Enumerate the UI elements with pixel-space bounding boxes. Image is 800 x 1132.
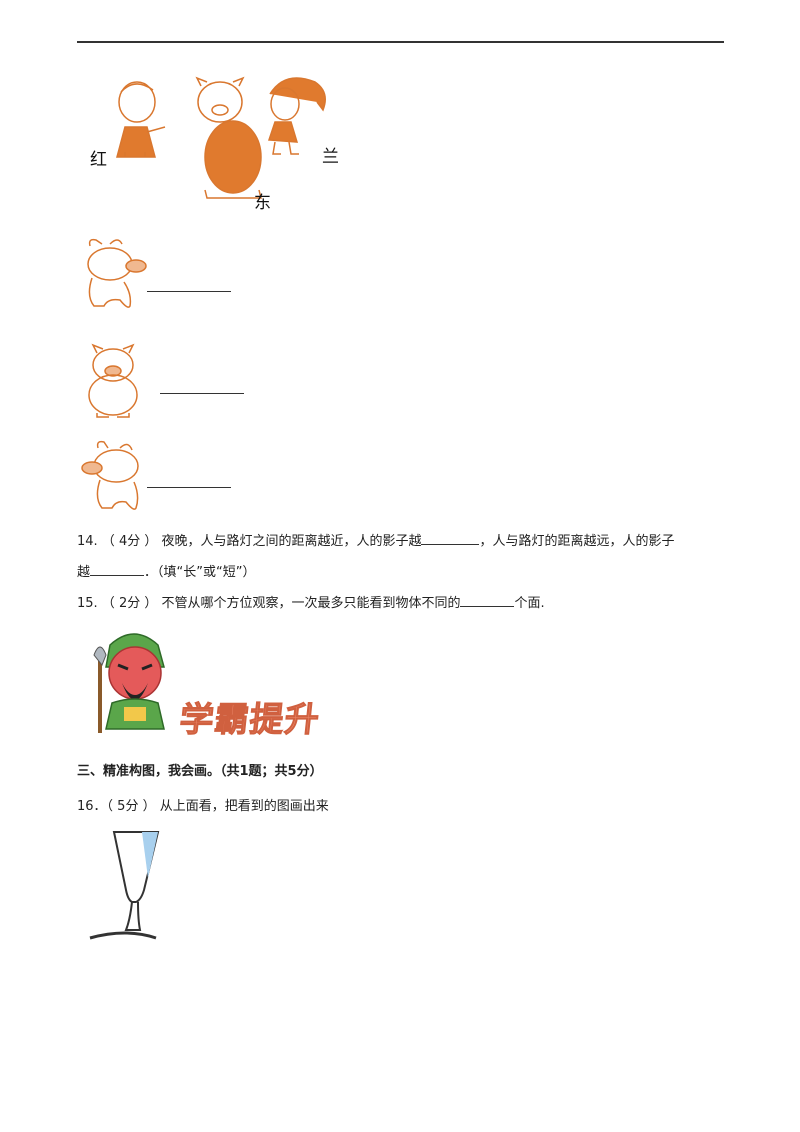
pig-side-view-a-image <box>87 238 147 308</box>
pig-center-figure <box>195 76 262 199</box>
scene-illustration <box>116 76 326 199</box>
question-14-line-1: 14. （ 4分 ） 夜晚，人与路灯之间的距离越近，人的影子越 ，人与路灯的距离越… <box>77 532 675 551</box>
cartoon-general-mascot <box>93 633 165 733</box>
scene-label-center: 东 <box>254 193 271 213</box>
wine-glass-image <box>89 831 160 940</box>
question-15: 15. （ 2分 ） 不管从哪个方位观察，一次最多只能看到物体不同的 个面. <box>77 594 545 613</box>
q14-text-a: 14. （ 4分 ） 夜晚，人与路灯之间的距离越近，人的影子越 <box>77 534 422 549</box>
q14-text-d: ．（填“长”或“短”） <box>144 565 256 580</box>
pig-side-view-b-image <box>81 440 139 510</box>
girl-left-figure <box>116 81 166 158</box>
answer-line-3[interactable] <box>147 487 231 488</box>
question-14-line-2: 越 ．（填“长”或“短”） <box>77 563 255 582</box>
scene-label-left: 红 <box>90 150 107 170</box>
header-rule <box>77 41 724 43</box>
question-16: 16．（ 5分 ） 从上面看，把看到的图画出来 <box>77 799 329 814</box>
pig-front-view-image <box>88 343 138 418</box>
girl-right-figure <box>267 77 326 155</box>
q15-blank[interactable] <box>460 594 515 607</box>
section-3-heading: 三、精准构图，我会画。（共1题；共5分） <box>77 764 323 779</box>
banner-title: 学霸提升 <box>177 700 322 741</box>
q14-text-c: 越 <box>77 565 91 580</box>
answer-line-2[interactable] <box>160 393 244 394</box>
q14-text-b: ，人与路灯的距离越远，人的影子 <box>479 534 675 549</box>
answer-line-1[interactable] <box>147 291 231 292</box>
q15-text-b: 个面. <box>514 596 545 611</box>
scene-label-right: 兰 <box>322 147 339 167</box>
q14-blank-1[interactable] <box>421 532 480 545</box>
q14-blank-2[interactable] <box>90 563 145 576</box>
q15-text-a: 15. （ 2分 ） 不管从哪个方位观察，一次最多只能看到物体不同的 <box>77 596 461 611</box>
